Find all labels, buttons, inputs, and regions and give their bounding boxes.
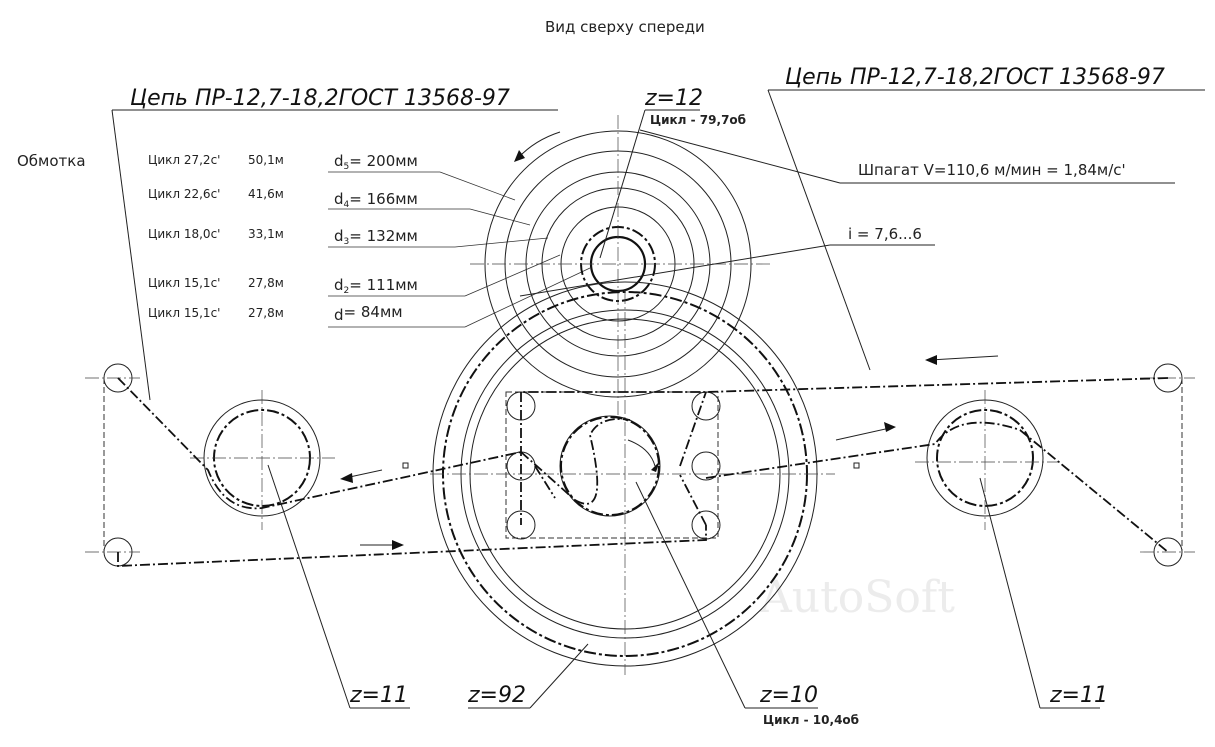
cycle-length: 41,6м [248,187,284,201]
arrow-head [392,540,404,550]
chain-label-left: Цепь ПР-12,7-18,2ГОСТ 13568-97 [111,86,558,401]
guide-rollers [505,391,721,540]
top-sprocket [470,115,770,420]
arrow-head [651,461,660,472]
arrow-head [925,355,937,365]
roller [691,451,721,481]
chain-label-left-text: Цепь ПР-12,7-18,2ГОСТ 13568-97 [130,86,510,111]
twine-path [117,377,1169,567]
chain-label-left-leader [111,109,151,401]
diameter-label: d= 84мм [334,303,403,324]
ratio-label: i = 7,6...6 [848,225,922,243]
watermark: AutoSoft [759,572,955,623]
cycle-length: 33,1м [248,227,284,241]
cycle-time: Цикл 18,0с' [148,227,220,241]
right-sprocket [915,390,1060,530]
cycle-table: Цикл 27,2с' 50,1м d5= 200мм Цикл 22,6с' … [148,152,591,328]
roller-frame [505,391,719,539]
corner-idlers [85,363,1195,567]
rotation-arrow [517,131,561,159]
left-sprocket-z: z=11 [349,683,408,708]
right-sprocket-z: z=11 [1049,683,1108,708]
large-gear-z: z=92 [467,683,526,708]
roller [691,391,721,421]
center-sprocket-cycle: Цикл - 10,4об [763,713,859,727]
cycle-row: Цикл 18,0с' 33,1м d3= 132мм [148,227,549,248]
center-sprocket-z: z=10 [759,683,818,708]
direction-arrows [340,355,999,550]
center-sprocket-pitch [560,416,660,516]
top-sprocket-cycle: Цикл - 79,7об [650,113,746,127]
large-gear [430,281,835,675]
cycle-length: 27,8м [248,276,284,290]
center-sprocket [559,415,661,517]
cycle-time: Цикл 27,2с' [148,153,220,167]
right-sprocket-pitch [936,409,1034,507]
diameter-label: d3= 132мм [334,227,418,247]
diameter-label: d5= 200мм [334,152,418,172]
cycle-row: Цикл 15,1с' 27,8м d2= 111мм [148,254,561,297]
cycle-length: 27,8м [248,306,284,320]
chain-label-right-leader [767,89,871,371]
left-sprocket [190,390,335,530]
chain-label-right: Цепь ПР-12,7-18,2ГОСТ 13568-97 [767,65,1205,371]
diameter-label: d2= 111мм [334,276,418,296]
twine-label: Шпагат V=110,6 м/мин = 1,84м/с' [858,161,1126,179]
arrow-head [884,422,896,432]
chain-label-right-text: Цепь ПР-12,7-18,2ГОСТ 13568-97 [785,65,1165,90]
winding-label: Обмотка [17,152,86,170]
center-rotation-arrow [627,439,656,467]
cycle-time: Цикл 22,6с' [148,187,220,201]
cycle-length: 50,1м [248,153,284,167]
top-sprocket-z: z=12 [644,86,703,111]
drawing-title: Вид сверху спереди [545,18,705,36]
roller [506,510,536,540]
cycle-row: Цикл 27,2с' 50,1м d5= 200мм [148,152,516,201]
cycle-time: Цикл 15,1с' [148,306,220,320]
cycle-row: Цикл 22,6с' 41,6м d4= 166мм [148,187,531,226]
arrow-head [340,473,353,483]
diameter-label: d4= 166мм [334,190,418,210]
cycle-row: Цикл 15,1с' 27,8м d= 84мм [148,267,591,328]
arrow-head [514,150,525,162]
cycle-time: Цикл 15,1с' [148,276,220,290]
